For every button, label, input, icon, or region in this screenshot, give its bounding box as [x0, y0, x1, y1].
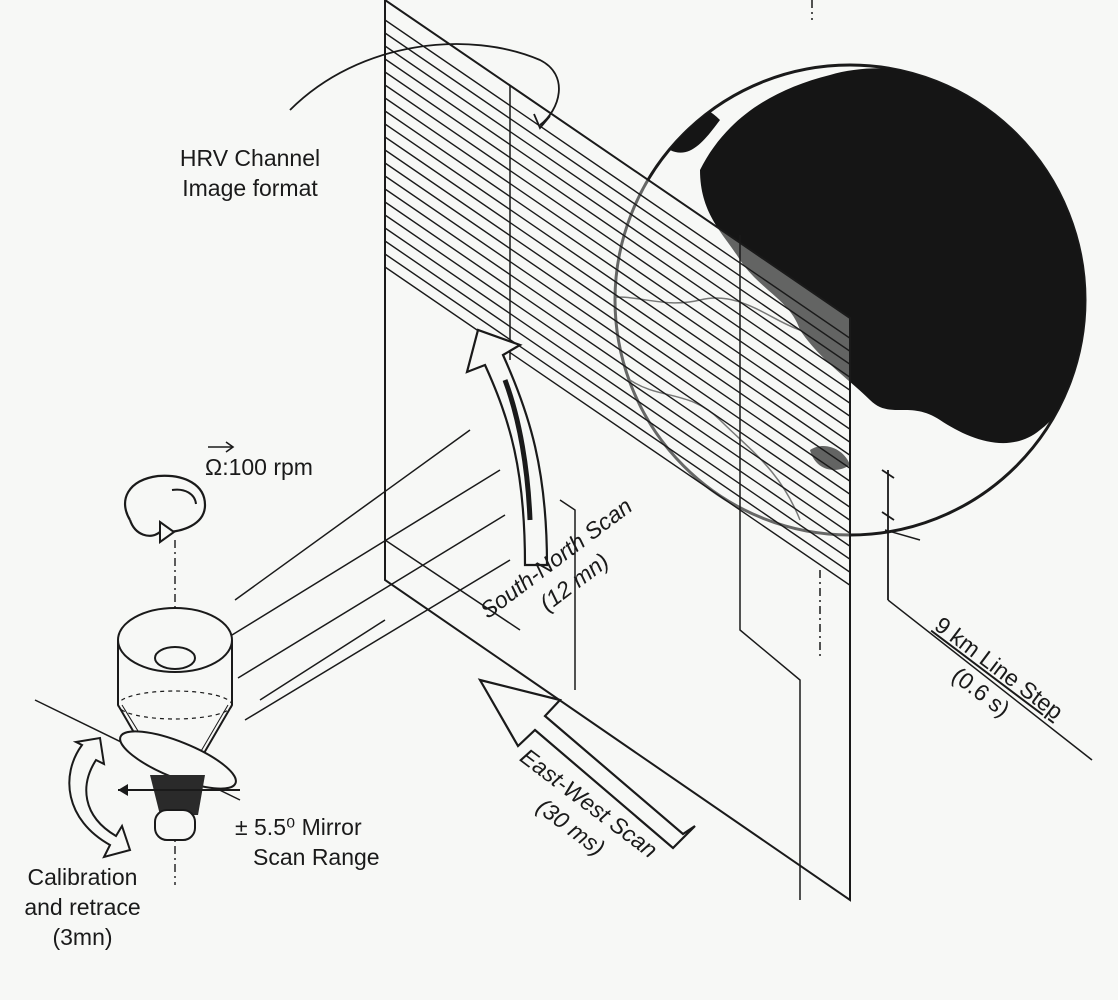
mirror-range-label-line1: ± 5.5⁰ Mirror	[235, 814, 362, 840]
vector-arrow-icon	[208, 441, 235, 453]
mirror-range-label-line2: Scan Range	[253, 844, 380, 870]
rotation-arrow-icon	[124, 474, 207, 544]
south-north-arrow	[465, 328, 549, 567]
hrv-leader-arc	[289, 43, 560, 126]
scan-line	[385, 240, 850, 615]
scan-line	[385, 175, 850, 550]
calibration-label-line1: Calibration	[27, 864, 138, 890]
scan-line	[385, 188, 850, 563]
calibration-label-line3: (3mn)	[52, 924, 113, 950]
hrv-label-line2: Image format	[182, 175, 318, 201]
scan-line	[385, 201, 850, 576]
mirror-range-label: ± 5.5⁰ Mirror Scan Range	[235, 812, 380, 872]
line-step-marker	[881, 469, 1093, 761]
projection-lines	[231, 429, 521, 721]
scanner-drum	[117, 607, 233, 771]
scan-mirror	[118, 730, 240, 841]
scan-line	[385, 136, 850, 511]
scan-line	[385, 71, 850, 446]
omega-rate-label: Ω:100 rpm	[205, 454, 313, 480]
scan-line	[385, 97, 850, 472]
hrv-label: HRV Channel Image format	[150, 143, 350, 203]
scan-line	[385, 19, 850, 394]
scan-line	[385, 45, 850, 420]
scan-line	[385, 227, 850, 602]
east-west-arrow	[477, 678, 696, 850]
scan-line	[385, 266, 850, 641]
scan-line	[385, 58, 850, 433]
calibration-arrow-icon	[68, 736, 132, 859]
scan-line	[385, 123, 850, 498]
calibration-label-line2: and retrace	[24, 894, 141, 920]
hrv-label-line1: HRV Channel	[179, 145, 321, 171]
scan-line	[385, 110, 850, 485]
calibration-label: Calibration and retrace (3mn)	[0, 862, 165, 952]
scan-line	[385, 214, 850, 589]
scan-line	[385, 162, 850, 537]
hrv-image-panel	[384, 0, 851, 902]
scan-line	[385, 84, 850, 459]
scan-line	[385, 32, 850, 407]
scan-line	[385, 149, 850, 524]
scan-line	[385, 253, 850, 628]
